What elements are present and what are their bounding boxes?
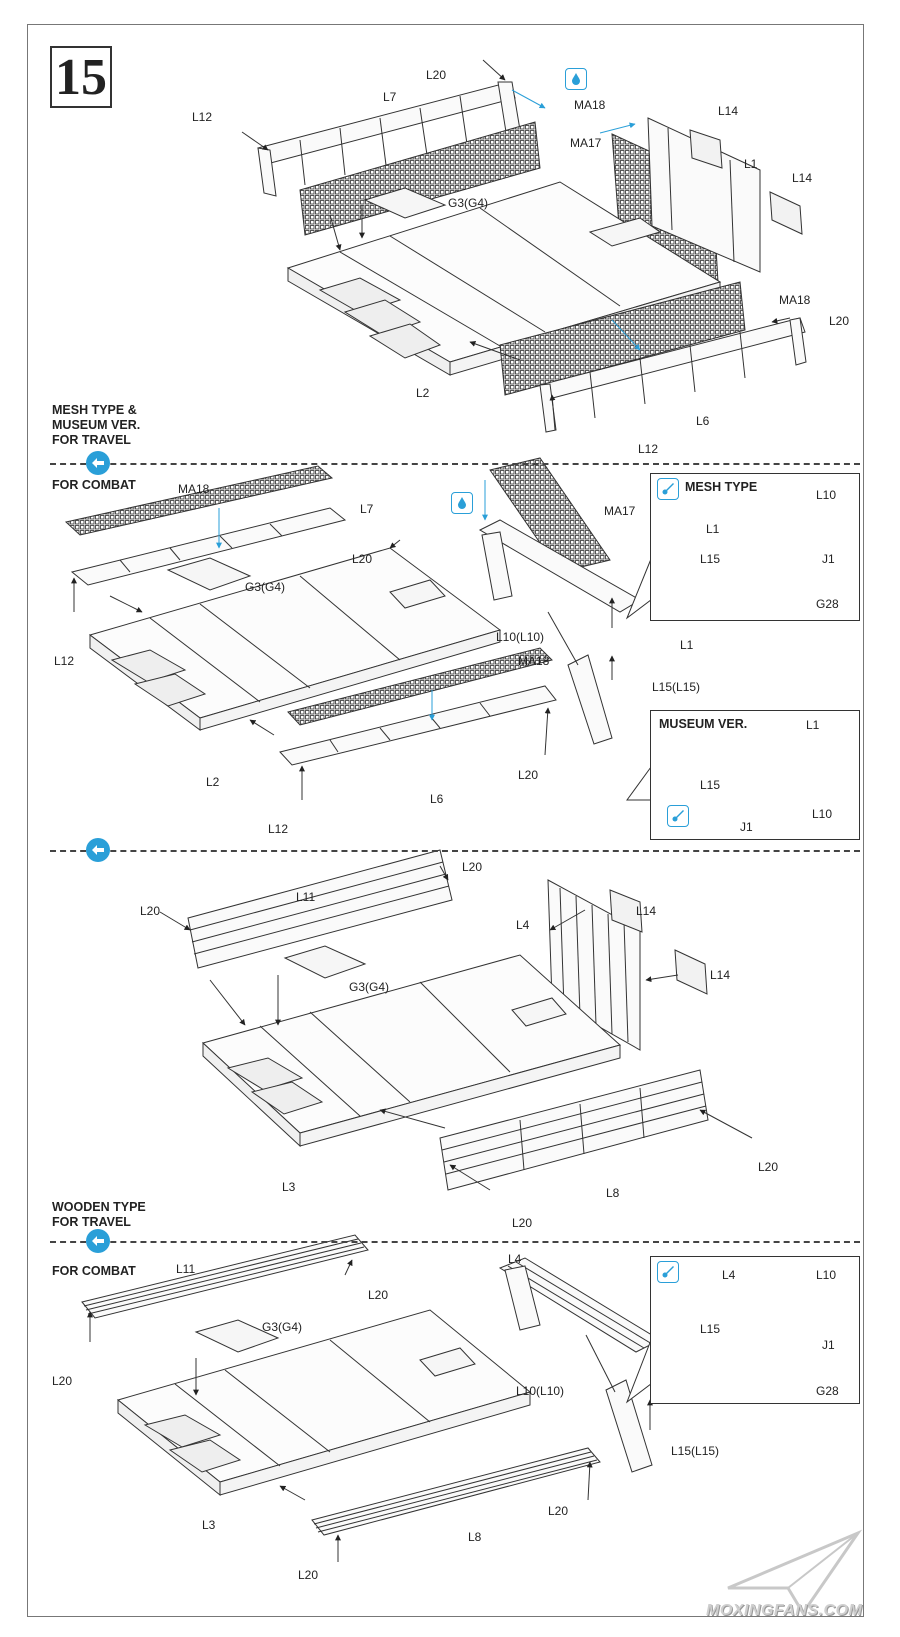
glue-drop-icon xyxy=(451,492,473,514)
part-label: G28 xyxy=(816,1384,839,1398)
part-label: L1 xyxy=(680,638,694,652)
part-label: MA18 xyxy=(518,654,550,668)
part-label: L20 xyxy=(52,1374,73,1388)
part-label: L14 xyxy=(718,104,739,118)
part-label: L4 xyxy=(722,1268,736,1282)
page-frame xyxy=(27,24,864,1617)
paper-plane-watermark-icon xyxy=(727,1529,863,1616)
part-label: MA17 xyxy=(604,504,636,518)
part-label: L15 xyxy=(700,1322,721,1336)
part-label: L14 xyxy=(792,171,813,185)
step-number-box: 15 xyxy=(50,46,112,108)
part-label: L3 xyxy=(282,1180,296,1194)
separator-1 xyxy=(50,463,860,465)
part-label: L14 xyxy=(636,904,657,918)
paint-brush-icon xyxy=(667,805,689,827)
inset-wooden-combat xyxy=(650,1256,860,1404)
glue-drop-icon xyxy=(565,68,587,90)
alternative-swap-icon xyxy=(86,1229,110,1253)
paint-brush-icon xyxy=(657,478,679,500)
part-label: L20 xyxy=(758,1160,779,1174)
part-label: L20 xyxy=(426,68,447,82)
part-label: L1 xyxy=(744,157,758,171)
part-label: G3(G4) xyxy=(245,580,286,594)
part-label: L1 xyxy=(806,718,820,732)
part-label: L12 xyxy=(268,822,289,836)
section-label-mesh-combat: FOR COMBAT xyxy=(52,478,136,492)
part-label: L15 xyxy=(700,778,721,792)
part-label: G3(G4) xyxy=(448,196,489,210)
part-label: L20 xyxy=(462,860,483,874)
part-label: G3(G4) xyxy=(262,1320,303,1334)
part-label: L4 xyxy=(516,918,530,932)
part-label: L15(L15) xyxy=(652,680,701,694)
part-label: L15 xyxy=(700,552,721,566)
part-label: L20 xyxy=(548,1504,569,1518)
paint-brush-icon xyxy=(657,1261,679,1283)
section1-drawing xyxy=(241,59,807,433)
alternative-swap-icon xyxy=(86,451,110,475)
part-label: L20 xyxy=(352,552,373,566)
part-label: L10(L10) xyxy=(516,1384,565,1398)
part-label: L10(L10) xyxy=(496,630,545,644)
part-label: L20 xyxy=(140,904,161,918)
part-label: L3 xyxy=(202,1518,216,1532)
inset-title-mesh-type: MESH TYPE xyxy=(685,480,758,494)
part-label: L20 xyxy=(368,1288,389,1302)
part-label: MA18 xyxy=(779,293,811,307)
step-number: 15 xyxy=(55,48,107,106)
part-label: L12 xyxy=(638,442,659,456)
section4-drawing xyxy=(81,1234,662,1562)
watermark-text: MOXINGFANS.COM xyxy=(706,1602,863,1619)
part-label: MA18 xyxy=(574,98,606,112)
part-label: L11 xyxy=(176,1262,196,1276)
part-label: G28 xyxy=(816,597,839,611)
part-label: L12 xyxy=(192,110,213,124)
part-label: L10 xyxy=(816,1268,837,1282)
part-label: L11 xyxy=(296,890,316,904)
part-label: G3(G4) xyxy=(349,980,390,994)
separator-2 xyxy=(50,850,860,852)
part-label: L8 xyxy=(468,1530,482,1544)
part-label: J1 xyxy=(822,552,835,566)
part-label: MA17 xyxy=(570,136,602,150)
part-label: L10 xyxy=(812,807,833,821)
section-label-mesh-travel: MESH TYPE & MUSEUM VER. FOR TRAVEL xyxy=(52,403,141,447)
part-label: L6 xyxy=(430,792,444,806)
part-label: L20 xyxy=(512,1216,533,1230)
section-label-wooden-combat: FOR COMBAT xyxy=(52,1264,136,1278)
section2-drawing xyxy=(64,457,641,800)
inset-title-museum-ver: MUSEUM VER. xyxy=(659,717,748,731)
inset-mesh-type: MESH TYPE xyxy=(650,473,860,621)
section3-drawing xyxy=(159,849,753,1191)
part-label: L1 xyxy=(706,522,720,536)
part-label: L20 xyxy=(829,314,850,328)
part-label: L8 xyxy=(606,1186,620,1200)
part-label: L2 xyxy=(416,386,430,400)
part-label: L7 xyxy=(360,502,374,516)
part-label: MA18 xyxy=(178,482,210,496)
part-label: L12 xyxy=(54,654,75,668)
part-label: J1 xyxy=(740,820,753,834)
part-label: L14 xyxy=(710,968,731,982)
part-label: L7 xyxy=(383,90,397,104)
part-label: L4 xyxy=(508,1252,522,1266)
part-label: J1 xyxy=(822,1338,835,1352)
part-label: L2 xyxy=(206,775,220,789)
part-label: L20 xyxy=(298,1568,319,1582)
part-label: L15(L15) xyxy=(671,1444,720,1458)
part-label: L6 xyxy=(696,414,710,428)
inset-museum-ver: MUSEUM VER. xyxy=(650,710,860,840)
part-label: L10 xyxy=(816,488,837,502)
alternative-swap-icon xyxy=(86,838,110,862)
separator-3 xyxy=(50,1241,860,1243)
section-label-wooden-travel: WOODEN TYPE FOR TRAVEL xyxy=(52,1200,146,1229)
part-label: L20 xyxy=(518,768,539,782)
